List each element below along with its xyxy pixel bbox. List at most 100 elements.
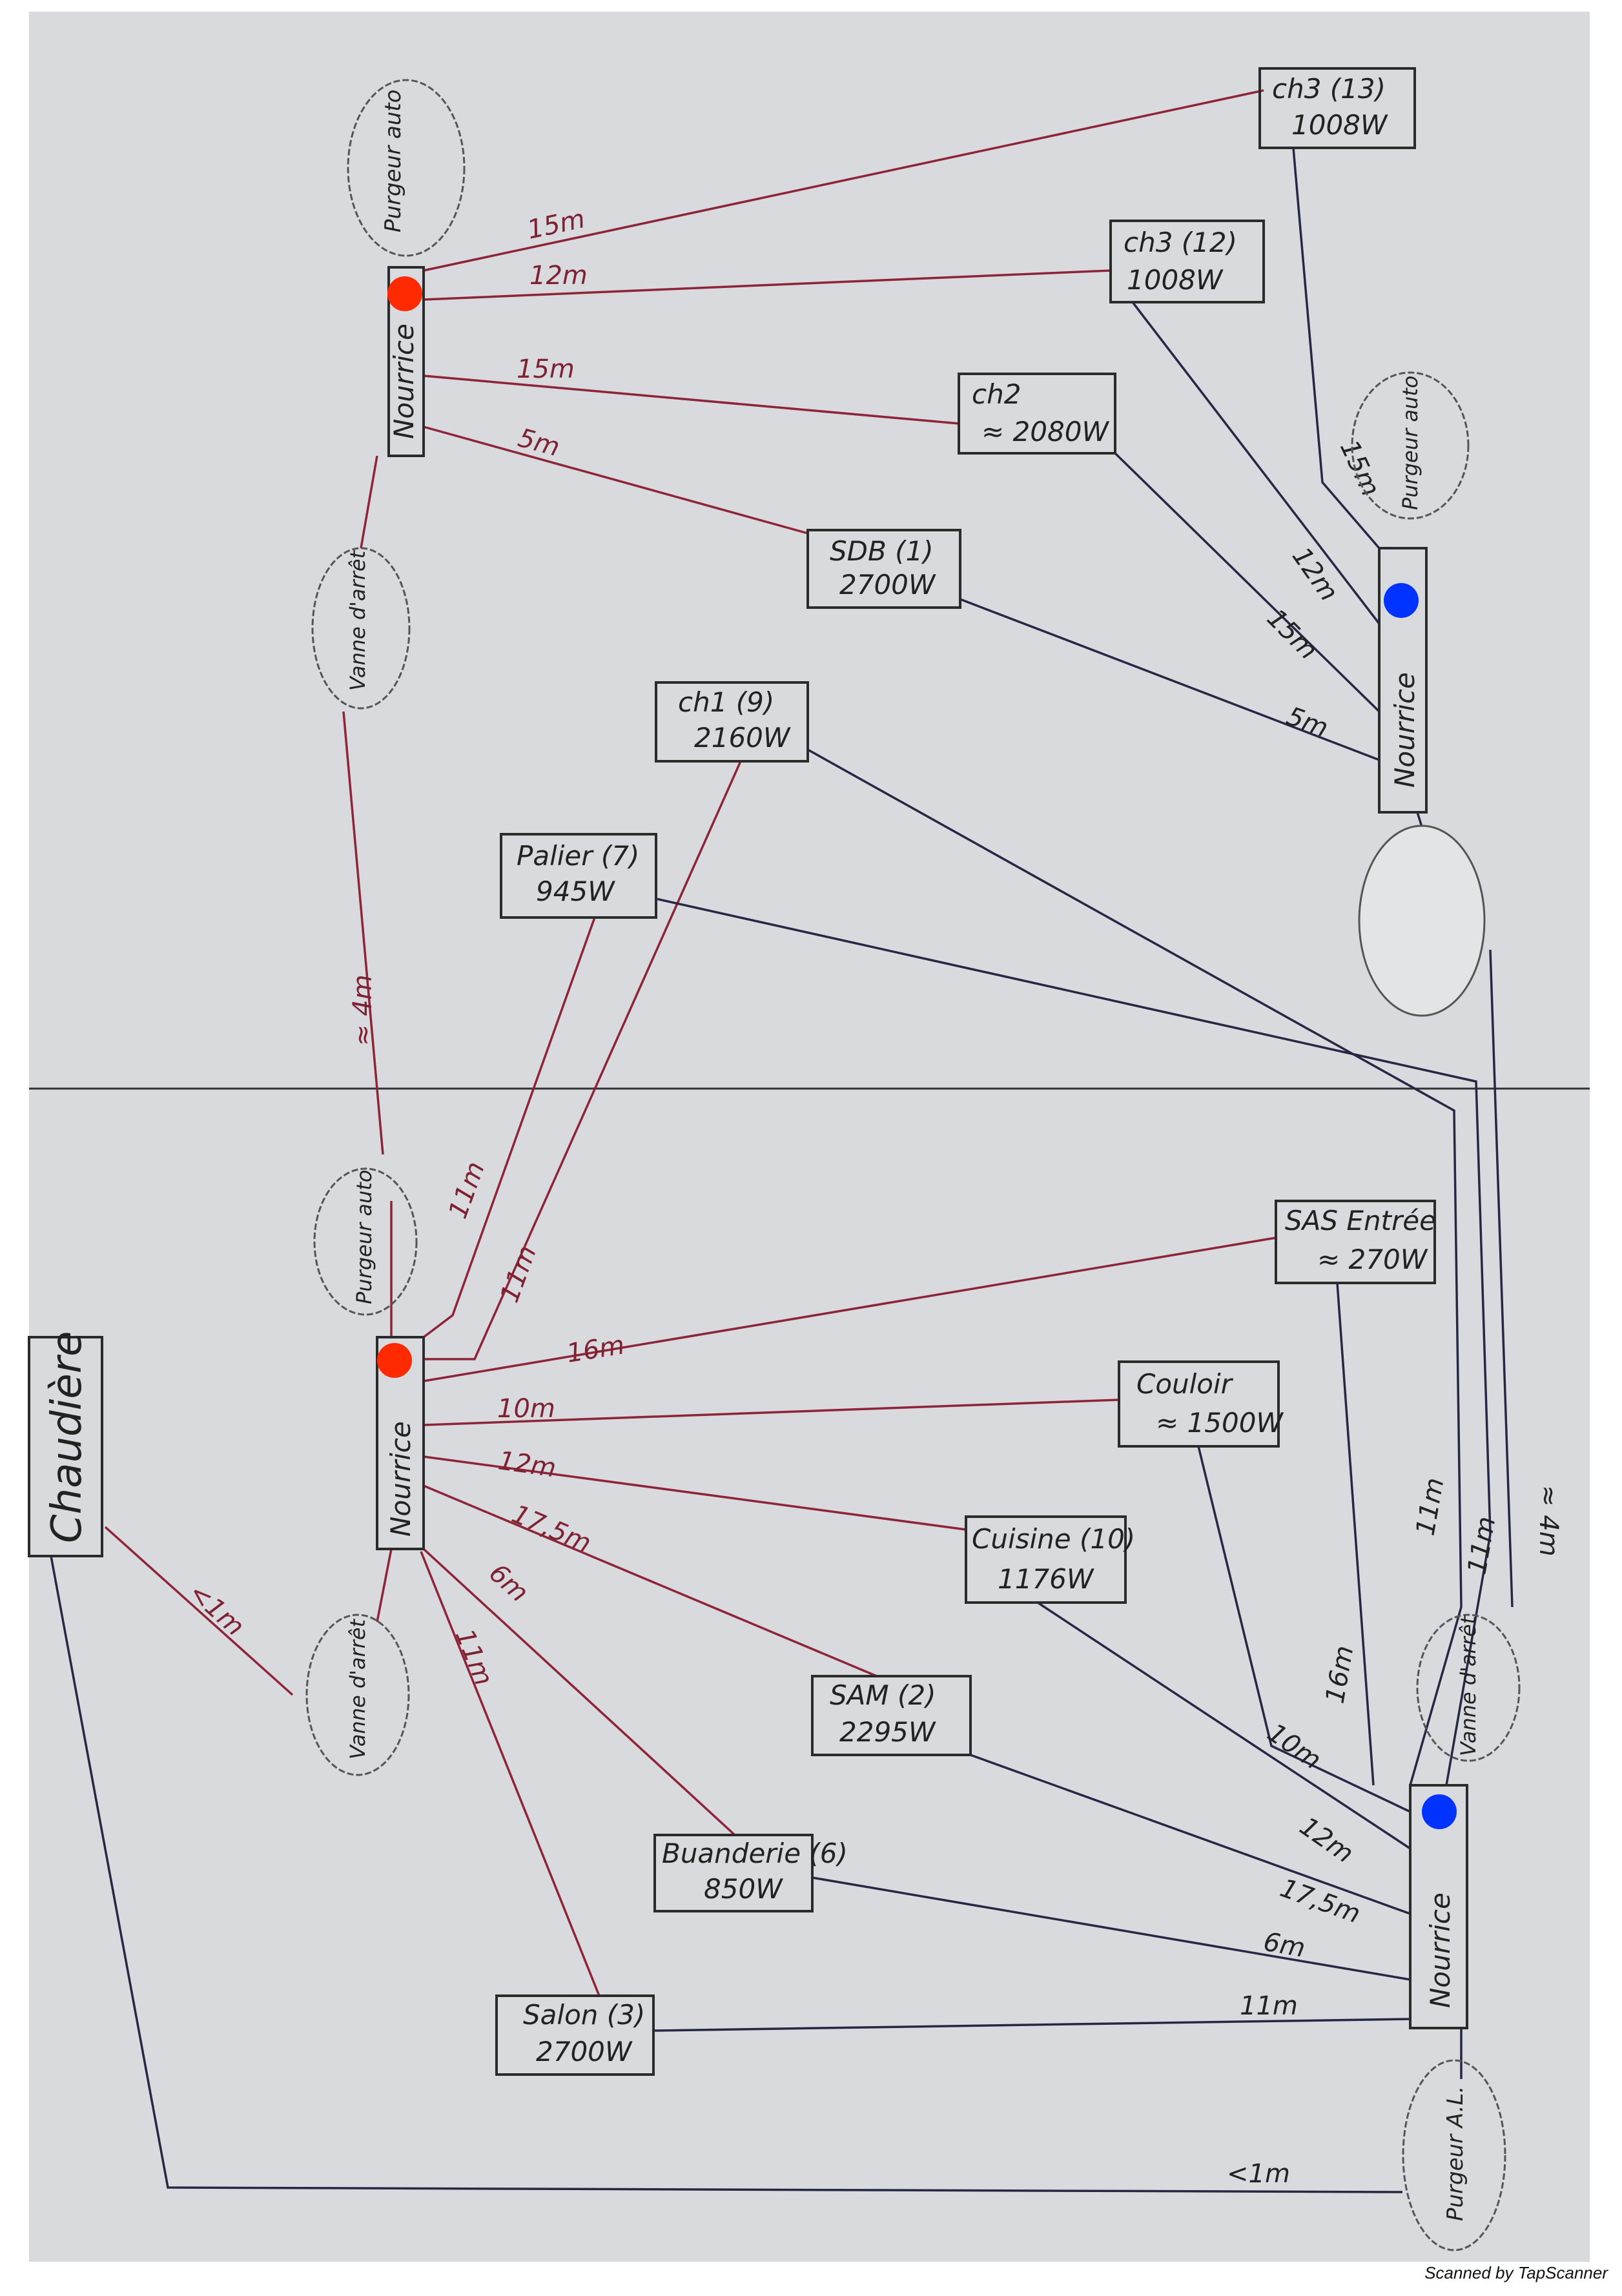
pipe-riser: [342, 711, 384, 1155]
room-ch3-12: ch3 (12) 1008W: [1109, 220, 1265, 303]
room-power: ≈ 1500W: [1156, 1407, 1284, 1439]
boiler-label: Chaudière: [43, 1331, 91, 1544]
vanne-label: Vanne d'arrêt: [1456, 1615, 1481, 1756]
room-name: Couloir: [1136, 1368, 1234, 1400]
room-sas-entree: SAS Entrée ≈ 270W: [1275, 1200, 1436, 1284]
pipe-label: 6m: [1261, 1927, 1307, 1963]
pipe-label: ≈ 4m: [1534, 1485, 1563, 1557]
room-power: 2700W: [839, 569, 936, 600]
room-palier: Palier (7) 945W: [500, 833, 657, 919]
pipe-buanderie-return: [812, 1876, 1411, 1981]
room-name: ch1 (9): [678, 686, 774, 718]
manifold-label: Nourrice: [388, 323, 420, 439]
vanne-bottom-left: Vanne d'arrêt: [305, 1614, 410, 1776]
room-power: 1008W: [1291, 109, 1388, 141]
pipe-ch3-13-return: [1292, 147, 1381, 549]
room-ch2: ch2≈ 2080W: [958, 373, 1116, 455]
pipe-sdb-return: [960, 598, 1380, 761]
pipe-palier-return: [655, 897, 1492, 1786]
purgeur-label: Purgeur auto: [1398, 376, 1422, 510]
pipe-label: 11m: [1240, 1991, 1298, 2021]
pipe-cuisine-return: [1037, 1601, 1411, 1850]
manifold-top-supply: Nourrice: [387, 266, 425, 457]
pipe-couloir-supply: [423, 1399, 1120, 1426]
room-sam: SAM (2) 2295W: [811, 1675, 972, 1756]
room-ch3-13: ch3 (13) 1008W: [1258, 67, 1416, 149]
room-power: 945W: [536, 876, 615, 907]
room-name: ch3 (13): [1272, 73, 1386, 105]
room-couloir: Couloir ≈ 1500W: [1118, 1360, 1284, 1448]
cold-marker: [1384, 583, 1419, 618]
paper-sheet: [29, 12, 1590, 2262]
pipe-salon-supply: [420, 1551, 601, 1996]
purgeur-bottom-left: Purgeur auto: [313, 1167, 418, 1316]
vanne-top: Vanne d'arrêt: [311, 547, 411, 710]
hot-marker: [377, 1343, 412, 1378]
manifold-label: Nourrice: [385, 1421, 416, 1537]
pipe-top-return-down: [1489, 949, 1514, 1608]
purgeur-al: Purgeur A.L.: [1402, 2059, 1506, 2251]
purgeur-label: Purgeur auto: [380, 90, 406, 232]
vanne-label: Vanne d'arrêt: [345, 549, 370, 691]
room-name: ch2: [972, 378, 1021, 410]
scanner-footer: Scanned by TapScanner: [1424, 2263, 1608, 2282]
room-sdb: SDB (1)2700W: [806, 529, 961, 609]
pipe-ch2-return: [1114, 452, 1381, 713]
room-name: SDB (1): [830, 535, 934, 567]
pipe-sam-supply: [423, 1484, 878, 1677]
pipe-sam-return: [970, 1754, 1411, 1915]
room-name: ch3 (12): [1124, 227, 1237, 258]
cold-marker: [1422, 1794, 1457, 1829]
room-buanderie: Buanderie (6) 850W: [653, 1834, 848, 1912]
pipe-buanderie-supply: [422, 1548, 736, 1836]
purgeur-top: Purgeur auto: [347, 79, 466, 257]
room-name: SAS Entrée: [1285, 1205, 1436, 1236]
pipe-cuisine-supply: [423, 1455, 967, 1531]
pipe-ch3-12-supply: [423, 269, 1111, 301]
air-separator-blob: [1358, 825, 1486, 1017]
pipe-couloir-return: [1197, 1446, 1411, 1813]
manifold-label: Nourrice: [1424, 1892, 1456, 2008]
bottom-return-pipes: 10m 16m 12m 17,5m 6m 11m 11m 11m ≈ 4m <1…: [50, 748, 1563, 2193]
purgeur-top-right: Purgeur auto: [1351, 371, 1470, 520]
pipe-boiler-supply: [104, 1526, 294, 1696]
room-power: 2295W: [839, 1716, 936, 1748]
pipe-ch2-supply: [423, 374, 960, 425]
pipe-palier-supply: [422, 917, 596, 1338]
room-ch1: ch1 (9) 2160W: [655, 681, 809, 763]
pipe-label: ≈ 4m: [348, 974, 378, 1046]
room-power: 1176W: [998, 1563, 1094, 1595]
vanne-bottom-right: Vanne d'arrêt: [1416, 1614, 1521, 1762]
pipe-top-vanne: [360, 455, 378, 549]
room-power: 2160W: [694, 722, 791, 753]
room-name: Cuisine (10): [972, 1523, 1135, 1555]
room-name: Buanderie (6): [662, 1838, 848, 1869]
purgeur-label: Purgeur auto: [352, 1170, 376, 1304]
room-name: SAM (2): [830, 1679, 936, 1711]
pipe-label: <1m: [1227, 2159, 1290, 2189]
room-power: 2700W: [536, 2036, 633, 2067]
pipe-boiler-return: [50, 1555, 1403, 2193]
vanne-label: Vanne d'arrêt: [345, 1618, 370, 1759]
pipe-sdb-supply: [423, 425, 808, 535]
manifold-bottom-supply: Nourrice: [376, 1336, 425, 1550]
room-cuisine: Cuisine (10) 1176W: [965, 1515, 1135, 1604]
pipe-label: 12m: [529, 261, 588, 291]
pipe-ch1-supply: [424, 761, 742, 1360]
room-name: Palier (7): [517, 840, 639, 872]
hot-marker: [387, 276, 422, 311]
pipe-label: 10m: [497, 1394, 555, 1424]
boiler: Chaudière: [28, 1331, 103, 1557]
pipe-label: 15m: [517, 354, 575, 384]
pipe-bottom-vanne: [376, 1548, 393, 1623]
room-power: ≈ 270W: [1317, 1244, 1428, 1275]
purgeur-label: Purgeur A.L.: [1442, 2086, 1468, 2221]
pipe-salon-return: [653, 2018, 1411, 2032]
pipe-sas-supply: [423, 1236, 1277, 1382]
room-power: 1008W: [1127, 264, 1224, 296]
manifold-top-return: Nourrice: [1378, 547, 1428, 814]
room-salon: Salon (3)2700W: [495, 1994, 655, 2076]
room-power: 850W: [704, 1873, 783, 1905]
manifold-bottom-return: Nourrice: [1409, 1784, 1468, 2029]
